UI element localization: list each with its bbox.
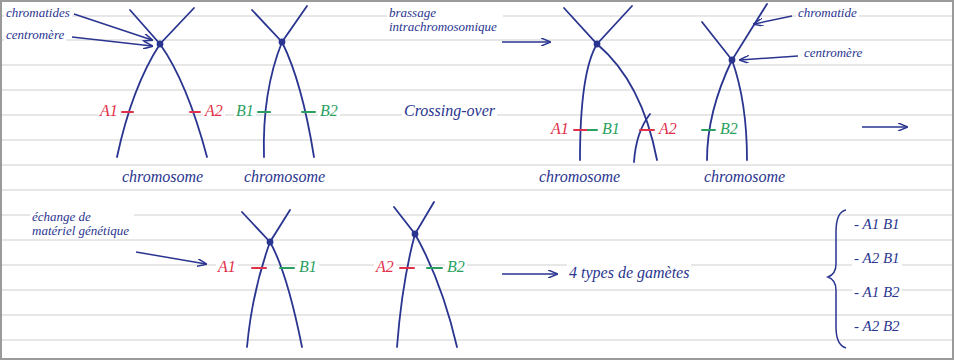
callout-label: centromère — [4, 28, 66, 42]
chromatid — [252, 10, 314, 157]
gene-tick — [252, 267, 266, 269]
gene-label: B2 — [718, 120, 740, 138]
chromatid — [247, 210, 290, 347]
ruled-lines — [2, 16, 954, 340]
gene-tick — [427, 267, 442, 269]
chromatid — [394, 207, 415, 347]
gene-label: A2 — [657, 120, 679, 138]
gene-label: A1 — [98, 102, 120, 120]
brace — [828, 210, 846, 348]
chromatid — [130, 10, 207, 157]
ruled-line — [2, 215, 954, 216]
centromere — [730, 58, 735, 63]
crossed-chromatid — [634, 114, 650, 162]
gamete-label: - A1 B1 — [852, 216, 902, 233]
ruled-line — [2, 90, 954, 91]
chromatid — [580, 6, 632, 160]
chromatid — [242, 212, 302, 347]
leader-arrow — [754, 16, 792, 24]
chromosome-label: chromosome — [537, 168, 622, 186]
gamete-label: - A2 B1 — [852, 250, 902, 267]
leader-arrow — [740, 56, 798, 60]
chromatid — [702, 22, 732, 160]
gamete-label: - A1 B2 — [852, 284, 902, 301]
gamete-label: - A2 B2 — [852, 318, 902, 335]
centromere — [413, 232, 418, 237]
ruled-line — [2, 315, 954, 316]
gene-label: B1 — [600, 120, 622, 138]
gene-tick — [588, 129, 597, 131]
centromere — [268, 240, 273, 245]
gene-label: A2 — [203, 102, 225, 120]
gene-tick — [574, 129, 587, 131]
result-label: 4 types de gamètes — [567, 264, 691, 282]
gene-label: B1 — [234, 102, 256, 120]
callout-label: chromatides — [4, 6, 72, 20]
flow-arrow — [136, 252, 206, 264]
gene-label: A2 — [374, 258, 396, 276]
ruled-line — [2, 165, 954, 166]
ruled-line — [2, 40, 954, 41]
flow-arrow — [502, 41, 550, 43]
process-note: Crossing-over — [402, 102, 497, 120]
chromatid — [117, 8, 194, 157]
gene-tick — [122, 111, 133, 113]
ruled-line — [2, 240, 954, 241]
chromatid — [264, 6, 307, 157]
ruled-line — [2, 65, 954, 66]
gene-label: A1 — [216, 258, 238, 276]
gene-label: B1 — [297, 258, 319, 276]
ruled-line — [2, 290, 954, 291]
gene-ticks — [122, 112, 715, 268]
process-note: brassage intrachromosomique — [387, 6, 503, 35]
ruled-line — [2, 265, 954, 266]
gene-tick — [640, 129, 654, 131]
gene-tick — [400, 267, 414, 269]
gene-label: B2 — [318, 102, 340, 120]
flow-arrow — [862, 126, 907, 128]
centromere — [158, 42, 163, 47]
callout-label: centromère — [802, 46, 864, 60]
chromosome-label: chromosome — [702, 168, 787, 186]
process-note: échange de matériel génétique — [30, 210, 134, 239]
chromosome-label: chromosome — [242, 168, 327, 186]
gene-tick — [280, 267, 294, 269]
chromosomes — [117, 4, 767, 347]
gene-tick — [258, 111, 270, 113]
centromere — [280, 40, 285, 45]
gene-label: B2 — [445, 258, 467, 276]
chromosome-label: chromosome — [120, 168, 205, 186]
gene-tick — [190, 111, 200, 113]
leader-arrow — [74, 14, 152, 40]
ruled-line — [2, 190, 954, 191]
chromatid — [564, 8, 657, 160]
flow-arrow — [502, 273, 557, 275]
gene-label: A1 — [549, 120, 571, 138]
pointer-arrows — [72, 14, 907, 348]
leader-arrow — [72, 37, 152, 46]
centromere — [595, 42, 600, 47]
gene-tick — [702, 129, 715, 131]
ruled-line — [2, 140, 954, 141]
callout-label: chromatide — [796, 6, 859, 20]
ruled-line — [2, 340, 954, 341]
gene-tick — [302, 111, 315, 113]
